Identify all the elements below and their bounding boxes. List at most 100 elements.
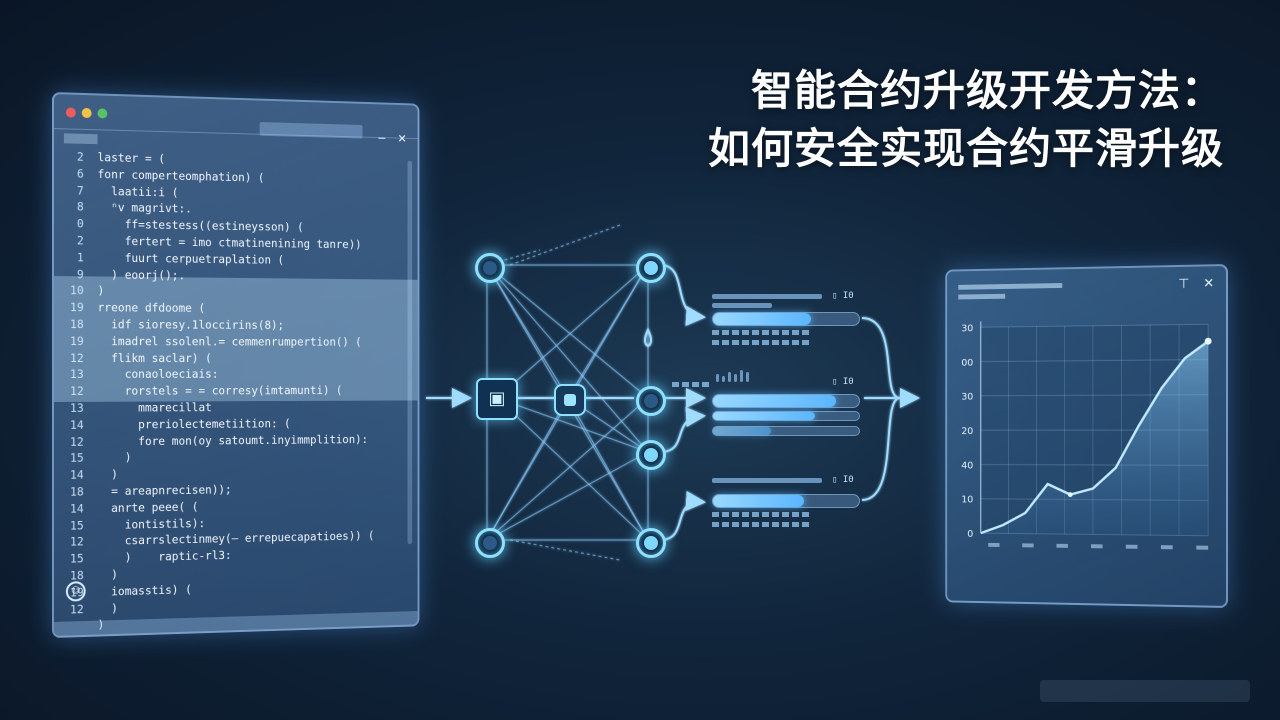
y-tick-label: 20 — [961, 426, 973, 437]
line-number: 7 — [76, 183, 84, 198]
x-tick-mark — [988, 542, 1000, 547]
progress-bar-1 — [712, 312, 860, 326]
line-number: 6 — [76, 166, 84, 181]
x-tick-mark — [1196, 545, 1209, 550]
progress-label-1: ▯ I0 — [832, 291, 854, 301]
code-line[interactable]: 13 conaoloeciais: — [54, 366, 418, 383]
contract-node-icon: ▣ — [476, 378, 518, 420]
line-number: 19 — [70, 333, 84, 348]
x-tick-mark — [1160, 545, 1173, 550]
progress-bar-2 — [712, 394, 860, 408]
code-line[interactable]: 19 imadrel ssolenl.= cemmenrumpertion() … — [54, 333, 418, 350]
x-tick-mark — [1125, 544, 1138, 549]
x-tick-mark — [1056, 543, 1068, 548]
code-line[interactable]: 18 idf sioresy.1loccirins(8); — [54, 316, 418, 334]
area-chart: 30 00 30 20 40 10 0 — [961, 266, 1226, 550]
code-text: laster = ( — [97, 150, 166, 166]
y-tick-label: 30 — [961, 323, 973, 334]
line-number: 8 — [76, 199, 84, 214]
output-node-4 — [636, 528, 666, 558]
line-number: 2 — [76, 149, 84, 164]
output-node-2 — [636, 386, 666, 416]
line-number: 14 — [70, 501, 84, 516]
line-number: 12 — [70, 350, 84, 365]
close-dot-icon[interactable] — [65, 107, 76, 118]
code-text: ) — [97, 467, 118, 482]
line-number: 13 — [70, 400, 84, 415]
line-number: 2 — [76, 233, 84, 248]
code-line[interactable]: 12 flikm saclar) ( — [54, 350, 418, 367]
code-text: ) — [97, 450, 132, 465]
line-number: 13 — [70, 367, 84, 382]
line-number: 18 — [70, 317, 84, 332]
minimize-dot-icon[interactable] — [81, 107, 92, 119]
output-node-3 — [636, 440, 666, 470]
x-tick-mark — [1090, 544, 1103, 549]
progress-label-2: ▯ I0 — [832, 377, 854, 387]
code-text: flikm saclar) ( — [97, 350, 212, 365]
x-tick-mark — [1022, 543, 1034, 548]
line-number: 14 — [70, 417, 84, 432]
code-text: rorstels = = corresy(imtamunti) ( — [97, 383, 343, 398]
progress-bar-2c — [712, 426, 860, 436]
progress-bar-2b — [712, 411, 860, 421]
line-number: 1 — [76, 250, 84, 265]
line-number: 19 — [70, 300, 84, 315]
code-text: laatii:i ( — [97, 183, 179, 200]
titlebar-field — [259, 122, 363, 139]
code-text: ) — [97, 283, 105, 298]
y-tick-label: 0 — [967, 529, 973, 540]
code-text: conaoloeciais: — [97, 367, 219, 382]
line-number: 0 — [76, 216, 84, 231]
watermark — [1040, 680, 1250, 702]
y-tick-label: 10 — [961, 495, 973, 506]
line-number: 14 — [70, 467, 84, 482]
code-text: ) eoorj();. — [97, 267, 186, 282]
code-text: idf sioresy.1loccirins(8); — [97, 317, 285, 332]
minimize-icon[interactable]: − — [377, 131, 387, 145]
code-text: anrte peee( ( — [97, 499, 199, 515]
close-icon[interactable]: ✕ — [397, 131, 407, 146]
data-point — [1204, 337, 1212, 345]
progress-label-3: ▯ I0 — [832, 475, 854, 485]
code-text: ) — [97, 567, 118, 582]
input-node-bottom — [475, 528, 505, 558]
code-window-controls: − ✕ — [377, 131, 406, 145]
code-line[interactable]: 12 rorstels = = corresy(imtamunti) ( — [54, 382, 418, 400]
line-number: 12 — [70, 384, 84, 399]
line-number: 12 — [70, 434, 84, 449]
code-text: mmarecillat — [97, 400, 212, 415]
hidden-node — [554, 384, 586, 416]
window-traffic-lights — [65, 107, 108, 119]
editor-tab[interactable] — [63, 133, 98, 145]
y-tick-label: 30 — [961, 392, 973, 403]
page-title: 智能合约升级开发方法： 如何安全实现合约平滑升级 — [708, 62, 1224, 178]
line-number: 9 — [76, 266, 84, 281]
code-text: preriolectemetiition: ( — [97, 416, 291, 432]
area-fill — [980, 341, 1209, 536]
line-number: 15 — [70, 451, 84, 466]
code-text: imadrel ssolenl.= cemmenrumpertion() ( — [97, 333, 362, 349]
code-text: ⁿv magrivt:. — [97, 200, 192, 216]
code-text: rreone dfdoome ( — [97, 300, 206, 316]
output-node-1 — [636, 253, 666, 283]
data-point — [1067, 492, 1073, 498]
title-line-1: 智能合约升级开发方法： — [750, 66, 1224, 115]
y-tick-label: 00 — [961, 358, 973, 369]
input-node-top — [475, 253, 505, 283]
y-tick-label: 40 — [961, 460, 973, 471]
line-number: 10 — [70, 283, 84, 298]
line-number: 18 — [70, 484, 84, 499]
line-number: 15 — [70, 517, 84, 533]
code-text: ) — [97, 600, 118, 616]
code-line[interactable]: 19 rreone dfdoome ( — [54, 299, 418, 318]
maximize-dot-icon[interactable] — [97, 108, 108, 119]
code-window-titlebar: − ✕ — [53, 94, 418, 145]
line-number: 12 — [70, 601, 84, 616]
line-number: 15 — [70, 551, 84, 566]
title-line-2: 如何安全实现合约平滑升级 — [707, 124, 1224, 173]
progress-bar-3 — [712, 494, 860, 508]
